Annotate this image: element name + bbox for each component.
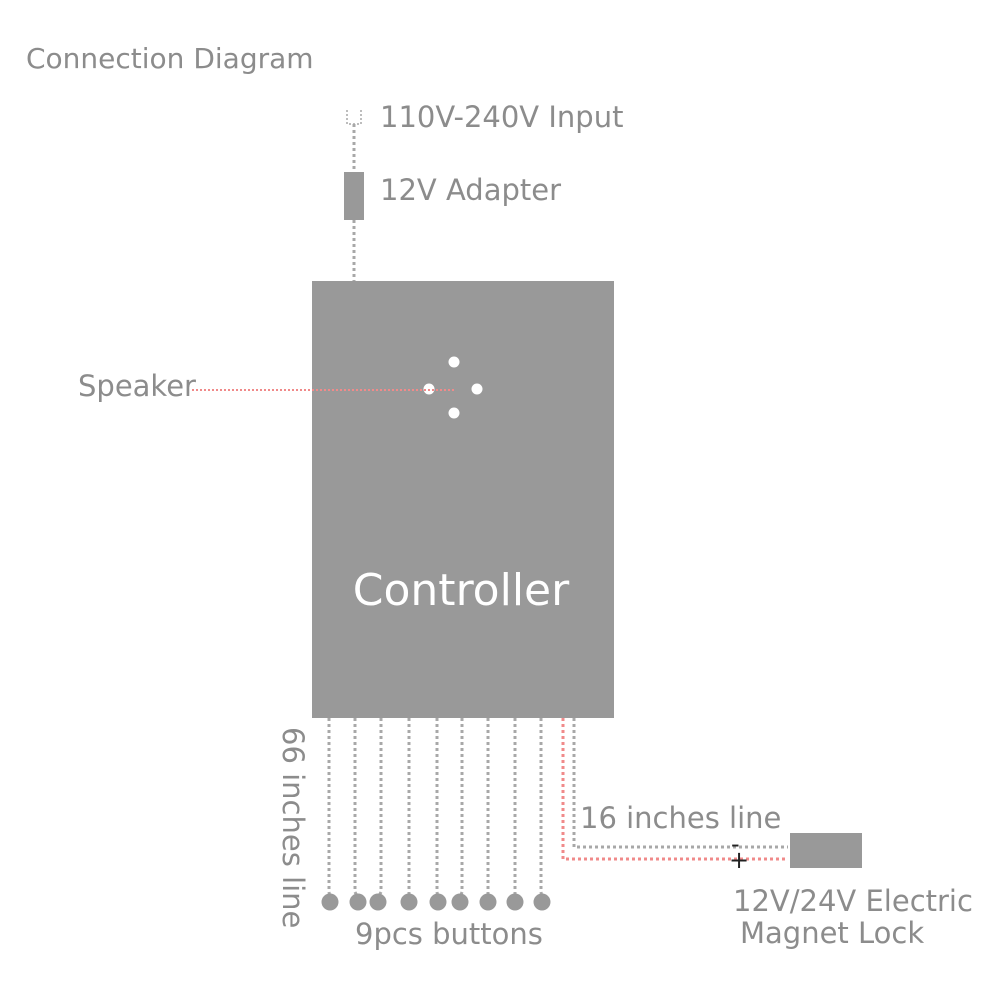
button-group bbox=[321, 893, 551, 911]
button-dot bbox=[429, 893, 447, 911]
lock-label-line1: 12V/24V Electric bbox=[733, 884, 973, 918]
button-dot bbox=[369, 893, 387, 911]
button-wire bbox=[353, 718, 360, 899]
diagram-title: Connection Diagram bbox=[26, 42, 314, 75]
button-wire bbox=[435, 718, 440, 899]
lock-label-line2: Magnet Lock bbox=[740, 916, 924, 950]
controller-box bbox=[312, 281, 614, 718]
adapter-box bbox=[344, 172, 364, 220]
button-dot bbox=[349, 893, 367, 911]
button-dot bbox=[451, 893, 469, 911]
lock-line-label: 16 inches line bbox=[580, 801, 781, 835]
button-wires bbox=[327, 718, 544, 899]
plus-sign: + bbox=[729, 846, 749, 874]
button-wire bbox=[539, 718, 544, 899]
button-dot bbox=[400, 893, 418, 911]
button-line-label: 66 inches line bbox=[276, 727, 310, 928]
button-wire bbox=[327, 718, 332, 899]
button-wire bbox=[376, 718, 383, 899]
buttons-label: 9pcs buttons bbox=[355, 917, 543, 951]
button-dot bbox=[321, 893, 339, 911]
button-dot bbox=[506, 893, 524, 911]
input-label: 110V-240V Input bbox=[380, 100, 623, 134]
button-dot bbox=[479, 893, 497, 911]
adapter-label: 12V Adapter bbox=[380, 173, 561, 207]
lock-wires bbox=[561, 718, 788, 861]
button-dot bbox=[533, 893, 551, 911]
minus-sign: - bbox=[731, 830, 740, 858]
button-wire bbox=[458, 718, 464, 899]
power-plug-icon bbox=[346, 110, 362, 172]
controller-label: Controller bbox=[353, 565, 570, 616]
speaker-label: Speaker bbox=[78, 369, 196, 403]
magnet-lock-box bbox=[790, 833, 862, 868]
